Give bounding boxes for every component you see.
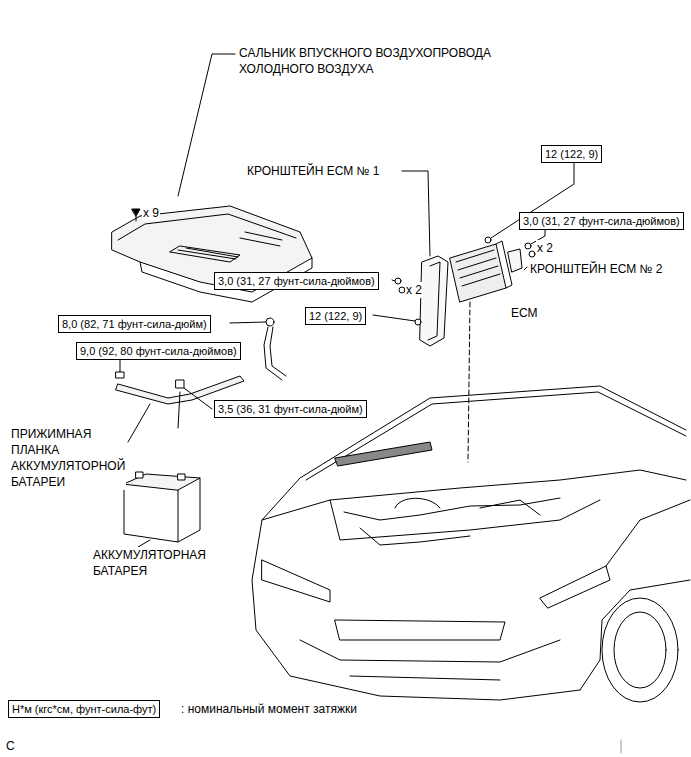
torque-value: 12 (122, 9)	[545, 147, 598, 161]
install-line	[468, 302, 470, 462]
torque-box: 8,0 (82, 71 фунт-сила-дюйм)	[58, 315, 211, 333]
torque-box: 3,0 (31, 27 фунт-сила-дюймов)	[214, 272, 379, 290]
figure-code: C	[5, 738, 16, 754]
part-name: АККУМУЛЯТОРНАЯ БАТАРЕЯ	[92, 547, 207, 579]
torque-value: 3,0 (31, 27 фунт-сила-дюймов)	[218, 274, 375, 288]
part-name: ЕСМ	[510, 305, 539, 321]
torque-box: 9,0 (92, 80 фунт-сила-дюймов)	[76, 342, 241, 360]
torque-box: 12 (122, 9)	[541, 145, 602, 163]
battery	[124, 472, 200, 547]
legend-torque-box: Н*м (кгс*см, фунт-сила-фут)	[8, 700, 160, 718]
leader-line	[373, 315, 415, 321]
torque-value: 12 (122, 9)	[309, 309, 362, 323]
ecm-bracket-2	[508, 249, 522, 272]
torque-value: 3,0 (31, 27 фунт-сила-дюймов)	[523, 214, 680, 228]
leader-line	[524, 267, 527, 270]
torque-value: 8,0 (82, 71 фунт-сила-дюйм)	[62, 317, 207, 331]
torque-value: 3,5 (36, 31 фунт-сила-дюйм)	[218, 402, 363, 416]
part-name: САЛЬНИК ВПУСКНОГО ВОЗДУХОПРОВОДА ХОЛОДНО…	[238, 45, 532, 77]
quantity: x 9	[142, 205, 160, 221]
leader-line	[392, 280, 395, 281]
part-name: КРОНШТЕЙН ЕСМ № 1	[246, 163, 380, 179]
torque-box: 12 (122, 9)	[305, 307, 366, 325]
torque-box: 3,0 (31, 27 фунт-сила-дюймов)	[519, 212, 684, 230]
leader-line	[402, 171, 430, 256]
quantity: x 2	[536, 240, 554, 256]
torque-box: 3,5 (36, 31 фунт-сила-дюйм)	[214, 400, 367, 418]
quantity: x 2	[405, 282, 423, 298]
torque-value: 9,0 (92, 80 фунт-сила-дюймов)	[80, 344, 237, 358]
legend-note: : номинальный момент затяжки	[180, 701, 358, 717]
torque-value: Н*м (кгс*см, фунт-сила-фут)	[12, 702, 156, 716]
leader-line	[178, 54, 235, 196]
part-name: ПРИЖИМНАЯ ПЛАНКА АККУМУЛЯТОРНОЙ БАТАРЕИ	[10, 426, 126, 490]
ecm-bracket-1	[428, 262, 440, 340]
ecm-unit	[450, 241, 512, 302]
frame-tick	[621, 740, 622, 753]
ecm-bracket-1	[420, 256, 448, 346]
clip-symbol	[132, 209, 140, 221]
part-name: КРОНШТЕЙН ЕСМ № 2	[529, 261, 663, 277]
car-illustration	[252, 386, 690, 702]
